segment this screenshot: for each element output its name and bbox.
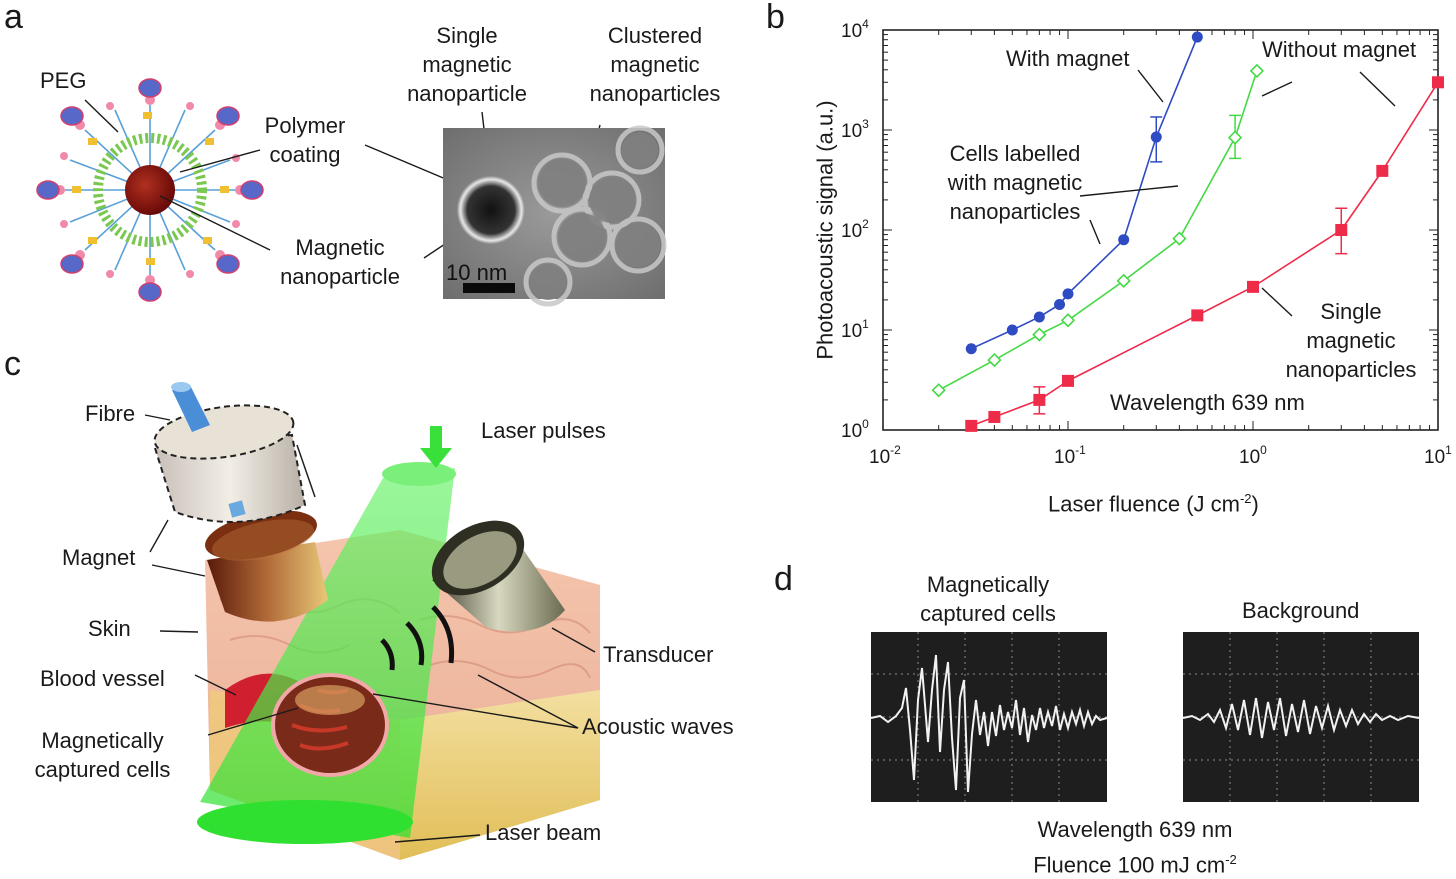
data-point bbox=[1033, 311, 1045, 323]
acoustic-waves-label: Acoustic waves bbox=[582, 714, 734, 739]
laser-pulse-arrow bbox=[420, 426, 452, 468]
laser-pulses-label: Laser pulses bbox=[481, 418, 606, 443]
data-point bbox=[1118, 234, 1130, 246]
captured-waveform bbox=[870, 654, 1108, 793]
y-tick-label: 100 bbox=[841, 417, 869, 442]
data-point bbox=[1062, 288, 1074, 300]
transducer-shape bbox=[431, 520, 565, 632]
osc-fluence-label: Fluence 100 mJ cm-2 bbox=[1033, 852, 1237, 878]
chart-tick-labels: 10-2 10-1 100 101 100 101 102 103 104 bbox=[841, 17, 1452, 468]
series-line bbox=[938, 70, 1258, 391]
laser-beam-label: Laser beam bbox=[485, 820, 602, 845]
data-point bbox=[1062, 374, 1074, 387]
magnet-label: Magnet bbox=[62, 545, 136, 570]
data-point bbox=[1054, 298, 1066, 310]
without-magnet-label: Without magnet bbox=[1262, 37, 1417, 62]
oscilloscope-captured bbox=[870, 632, 1108, 802]
chart-annotation-leaders bbox=[1079, 69, 1396, 317]
data-point bbox=[931, 383, 946, 398]
data-point bbox=[1191, 31, 1203, 43]
panel-a-letter: a bbox=[4, 0, 23, 36]
panel-c-letter: c bbox=[4, 345, 21, 383]
x-tick-label: 100 bbox=[1239, 443, 1267, 468]
y-tick-label: 101 bbox=[841, 317, 869, 342]
peg-label: PEG bbox=[40, 68, 87, 93]
y-tick-label: 104 bbox=[841, 17, 869, 42]
data-point bbox=[1033, 393, 1046, 406]
chart-x-axis-label: Laser fluence (J cm-2) bbox=[1048, 491, 1259, 517]
chart-minor-ticks bbox=[882, 30, 1438, 431]
magnet-shape bbox=[205, 510, 328, 622]
x-tick-label: 10-2 bbox=[869, 443, 901, 468]
series-1 bbox=[931, 63, 1265, 398]
data-point bbox=[965, 419, 978, 432]
data-point bbox=[1191, 309, 1204, 322]
background-waveform bbox=[1182, 697, 1420, 739]
panel-c-leader-lines bbox=[144, 414, 596, 843]
data-point bbox=[1116, 273, 1131, 288]
laser-beam-shape bbox=[200, 468, 455, 838]
osc-wavelength-label: Wavelength 639 nm bbox=[1037, 817, 1233, 842]
data-point bbox=[987, 352, 1002, 368]
data-point bbox=[1249, 63, 1265, 79]
acoustic-waves-shape bbox=[380, 605, 455, 671]
with-magnet-label: With magnet bbox=[1006, 46, 1130, 71]
data-point bbox=[1006, 324, 1018, 336]
scale-bar bbox=[463, 283, 515, 293]
transducer-label: Transducer bbox=[603, 642, 714, 667]
osc-background-title: Background bbox=[1242, 598, 1360, 623]
photoacoustic-chart: 10-2 10-1 100 101 100 101 102 103 104 bbox=[841, 17, 1452, 468]
oscilloscope-background bbox=[1182, 632, 1420, 802]
data-point bbox=[1150, 131, 1162, 143]
data-point bbox=[1172, 231, 1187, 246]
magnetic-core-shape bbox=[125, 165, 175, 215]
series-0 bbox=[965, 31, 1203, 355]
data-point bbox=[988, 410, 1001, 423]
y-tick-label: 102 bbox=[841, 217, 869, 242]
x-tick-label: 101 bbox=[1424, 443, 1452, 468]
device-illustration bbox=[153, 382, 600, 860]
fibre-holder-shape bbox=[153, 382, 307, 523]
fibre-label: Fibre bbox=[85, 401, 136, 426]
chart-series-group bbox=[931, 31, 1444, 432]
data-point bbox=[1432, 76, 1444, 89]
x-tick-label: 10-1 bbox=[1054, 443, 1086, 468]
data-point bbox=[1032, 327, 1047, 342]
blood-vessel-label: Blood vessel bbox=[40, 666, 165, 691]
double-arrow bbox=[296, 444, 316, 498]
data-point bbox=[1227, 130, 1243, 145]
scale-bar-label: 10 nm bbox=[446, 260, 508, 285]
data-point bbox=[1376, 164, 1389, 177]
panel-d-letter: d bbox=[774, 560, 793, 598]
skin-label: Skin bbox=[88, 616, 131, 641]
chart-wavelength-label: Wavelength 639 nm bbox=[1110, 390, 1305, 415]
data-point bbox=[1060, 313, 1076, 328]
chart-y-axis-label: Photoacoustic signal (a.u.) bbox=[812, 100, 838, 360]
panel-b-letter: b bbox=[766, 0, 785, 36]
y-tick-label: 103 bbox=[841, 117, 869, 142]
nanoparticle-schematic bbox=[36, 78, 264, 302]
data-point bbox=[1247, 280, 1259, 293]
series-2 bbox=[965, 76, 1444, 432]
data-point bbox=[965, 343, 977, 355]
tem-micrograph bbox=[443, 125, 667, 307]
data-point bbox=[1335, 224, 1348, 236]
